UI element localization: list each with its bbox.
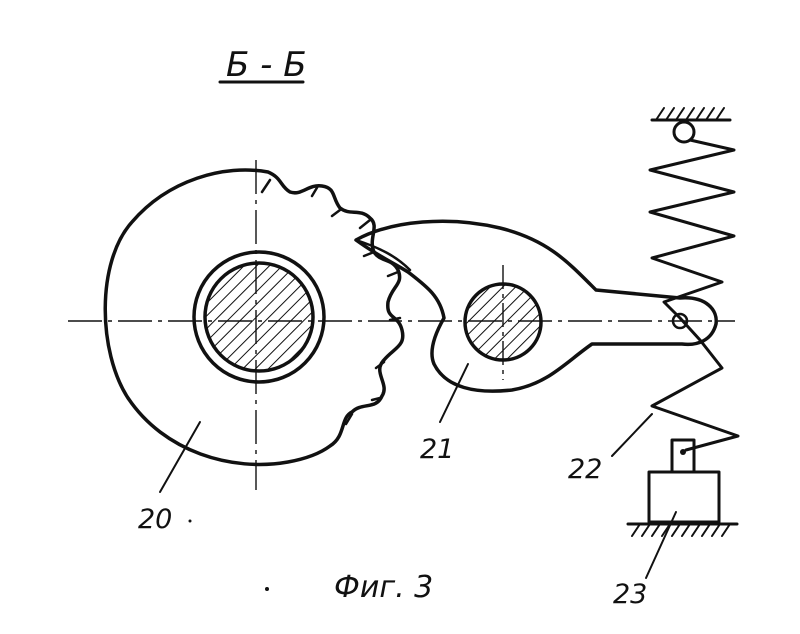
label-21: 21: [420, 434, 454, 465]
stop-pin-hole: [680, 449, 686, 455]
top-anchor-hatching: [656, 108, 724, 120]
stop-block: [649, 472, 719, 522]
dust-speck: [265, 587, 269, 591]
label-23: 23: [613, 579, 647, 610]
leader-22: [612, 414, 652, 456]
label-22: 22: [568, 454, 602, 485]
section-title: Б - Б: [226, 45, 307, 85]
leader-20: [160, 422, 200, 492]
dust-speck-2: [189, 520, 192, 523]
leader-21: [440, 364, 468, 422]
pawl-shaft-section: [465, 284, 541, 360]
label-20: 20: [138, 504, 172, 535]
figure-caption: Фиг. 3: [334, 570, 433, 605]
base-ground-hatching: [632, 524, 730, 536]
wheel-shaft-section: [205, 263, 313, 371]
stop-pin-post: [672, 440, 694, 472]
